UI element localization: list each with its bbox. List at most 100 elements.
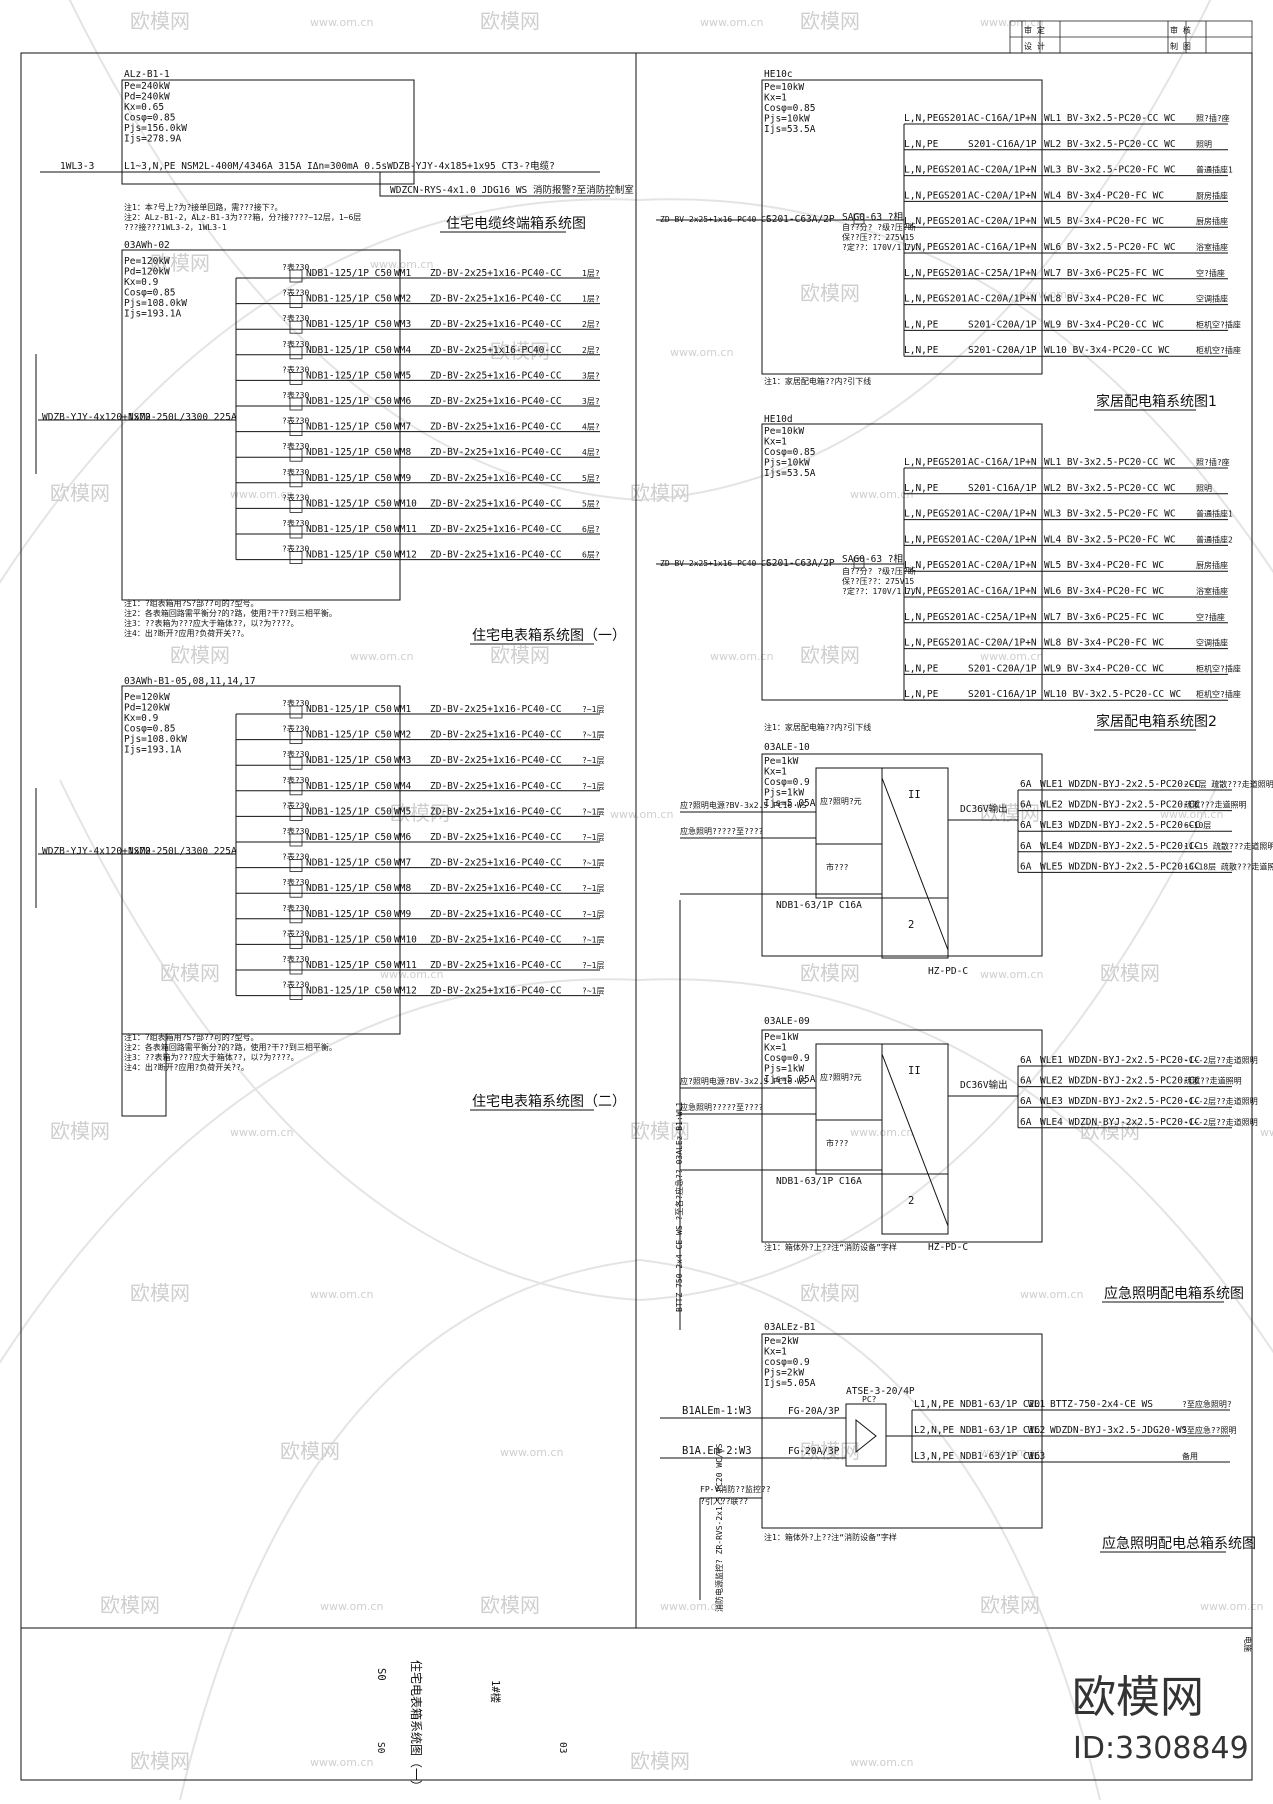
d6-destination: 疏散???走道照明 xyxy=(1184,800,1246,810)
d3-circuit-id: WM3 xyxy=(394,755,411,766)
d4-param: Ijs=53.5A xyxy=(764,124,816,135)
d3-meter-symbol xyxy=(289,705,303,719)
title-strip: S0 住宅电表箱系统图（一） 1#楼 S0 03 电施 欧模网 ID:33088… xyxy=(375,1636,1253,1792)
d6-param: Cosφ=0.9 xyxy=(764,1053,810,1064)
watermark-brand: 欧模网 xyxy=(800,643,860,667)
d6-top-note: 注1：家居配电箱??内?引下线 xyxy=(764,722,871,732)
d5-phase: L,N,PEGS201 xyxy=(904,586,967,597)
d3-wire: ZD-BV-2x25+1x16-PC40-CC xyxy=(430,730,562,741)
d7-fp2: ?引入??联?? xyxy=(700,1497,748,1506)
d3-param: Kx=0.9 xyxy=(124,713,159,724)
d4-wire: WL3 BV-3x2.5-PC20-FC WC xyxy=(1044,165,1176,176)
d2-circuit-id: WM8 xyxy=(394,447,411,458)
d7-enclosure xyxy=(761,1333,1043,1529)
watermark-url: www.om.cn xyxy=(350,650,413,663)
d3-wire: ZD-BV-2x25+1x16-PC40-CC xyxy=(430,934,562,945)
d4-param: Kx=1 xyxy=(764,93,787,104)
diagram-meter-box-2: 03AWh-B1-05,08,11,14,17 Pe=120kWPd=120kW… xyxy=(35,676,626,1117)
d7-circuit-id: WL1 xyxy=(1028,1399,1045,1410)
d7-phase: L3,N,PE xyxy=(914,1451,954,1462)
d2-circuit-id: WM7 xyxy=(394,422,411,433)
d4-spd-note: 保??压??：275V15 xyxy=(842,232,914,242)
d6-destination: -1~-2层??走道照明 xyxy=(1184,1096,1258,1106)
d7-fp: FP-V消防??监控?? xyxy=(700,1484,771,1494)
rev-a: 审 定 xyxy=(1024,25,1045,35)
watermark-brand: 欧模网 xyxy=(130,9,190,33)
d6-title: 应急照明配电箱系统图 xyxy=(1104,1285,1244,1302)
d1-param: Kx=0.65 xyxy=(124,102,164,113)
d4-destination: 普通插座1 xyxy=(1196,165,1233,175)
d3-circuit-id: WM10 xyxy=(394,934,417,945)
d6-in2: 应急照明?????至???? xyxy=(680,826,764,836)
d1-param: Pe=240kW xyxy=(124,81,170,92)
d5-wire: WL6 BV-3x4-PC20-FC WC xyxy=(1044,586,1164,597)
d3-param: Pe=120kW xyxy=(124,692,170,703)
watermark-url: www.om.cn xyxy=(310,1288,373,1301)
d6-mod2: 市??? xyxy=(826,1138,849,1148)
d5-phase: L,N,PEGS201 xyxy=(904,457,967,468)
d2-circuit-id: WM1 xyxy=(394,268,411,279)
d3-breaker: NDB1-125/1P C50 xyxy=(306,858,392,869)
d4-breaker: S201-C20A/1P xyxy=(968,319,1037,330)
d3-note: 注1：?组表箱用?S?部??可的?型号。 xyxy=(124,1032,259,1042)
d6-enclosure xyxy=(761,1029,1043,1243)
d4-breaker: AC-C20A/1P+N xyxy=(968,165,1037,176)
d2-note: 注3：??表箱为???应大于箱体??，以?为????。 xyxy=(124,618,299,628)
d2-breaker: NDB1-125/1P C50 xyxy=(306,498,392,509)
d3-meter-symbol xyxy=(289,859,303,872)
d3-destination: ?~1层 xyxy=(582,731,604,740)
d4-wire: WL6 BV-3x2.5-PC20-FC WC xyxy=(1044,242,1176,253)
d5-wire: WL1 BV-3x2.5-PC20-CC WC xyxy=(1044,457,1176,468)
d6-wire: WLE3 WDZDN-BYJ-2x2.5-PC20-CC xyxy=(1040,820,1200,831)
d3-wire: ZD-BV-2x25+1x16-PC40-CC xyxy=(430,883,562,894)
watermark-url: www.om.cn xyxy=(980,16,1043,29)
d2-circuit-id: WM6 xyxy=(394,396,411,407)
d4-destination: 空?插座 xyxy=(1196,268,1225,278)
d2-box-id: 03AWh-02 xyxy=(124,240,170,251)
d2-destination: 6层? xyxy=(582,525,600,534)
d3-meter-label: ?表?30 xyxy=(282,826,309,836)
d2-main: NSM2-250L/3300 225A xyxy=(128,412,237,423)
d7-breaker: NDB1-63/1P C16 xyxy=(960,1451,1040,1462)
d5-phase: L,N,PEGS201 xyxy=(904,638,967,649)
d1-param: Cosφ=0.85 xyxy=(124,113,175,124)
d5-wire: WL4 BV-3x2.5-PC20-FC WC xyxy=(1044,534,1176,545)
d4-phase: L,N,PEGS201 xyxy=(904,113,967,124)
diagram-household-box-2: HE10d Pe=10kWKx=1Cosφ=0.85Pjs=10kWIjs=53… xyxy=(656,414,1241,731)
d1-note: ???接???1WL3-2，1WL3-1 xyxy=(124,222,227,232)
d5-wire: WL9 BV-3x4-PC20-CC WC xyxy=(1044,663,1164,674)
d7-param: Kx=1 xyxy=(764,1347,787,1358)
d2-meter-label: ?表?30 xyxy=(282,364,309,374)
d4-phase: L,N,PEGS201 xyxy=(904,165,967,176)
d3-destination: ?~1层 xyxy=(582,807,604,816)
project-name: 1#楼 xyxy=(489,1680,502,1704)
d5-phase: L,N,PE xyxy=(904,689,939,700)
d2-breaker: NDB1-125/1P C50 xyxy=(306,524,392,535)
d2-note: 注2：各表箱回路需平衡分?的?路，使用?干??到三相平衡。 xyxy=(124,608,337,618)
d4-destination: 空调插座 xyxy=(1196,294,1228,304)
watermark-url: www.om.cn xyxy=(1260,1126,1273,1139)
d1-note: 注1：本?号上?为?接单回路，需???接下?。 xyxy=(124,202,283,212)
d6-wire: WLE2 WDZDN-BYJ-2x2.5-PC20-CC xyxy=(1040,800,1200,811)
d4-phase: L,N,PEGS201 xyxy=(904,190,967,201)
watermark-brand: 欧模网 xyxy=(1100,961,1160,985)
d2-meter-symbol xyxy=(289,423,303,437)
revision-block: 审 定 设 计 审 核 制 图 xyxy=(1009,20,1253,54)
rev-c: 审 核 xyxy=(1170,25,1191,35)
d7-box-id: 03ALEz-B1 xyxy=(764,1322,816,1333)
d2-meter-label: ?表?30 xyxy=(282,390,309,400)
d2-meter-label: ?表?30 xyxy=(282,339,309,349)
d3-circuit-id: WM12 xyxy=(394,986,417,997)
d2-param: Ijs=193.1A xyxy=(124,309,181,320)
d3-meter-symbol xyxy=(289,833,303,847)
d6-wire: WLE2 WDZDN-BYJ-2x2.5-PC20-CC xyxy=(1040,1076,1200,1087)
watermark-brand: 欧模网 xyxy=(490,643,550,667)
d5-wire: WL2 BV-3x2.5-PC20-CC WC xyxy=(1044,483,1176,494)
d6-param: Pe=1kW xyxy=(764,1032,799,1043)
d5-breaker: AC-C20A/1P+N xyxy=(968,560,1037,571)
d7-phase: L2,N,PE xyxy=(914,1425,954,1436)
d4-phase: L,N,PEGS201 xyxy=(904,294,967,305)
d6-in1: 应?照明电源?BV-3x2.5 PC16 WS xyxy=(680,800,807,810)
d7-circuit-id: WL3 xyxy=(1028,1451,1045,1462)
d5-breaker: S201-C16A/1P xyxy=(968,483,1037,494)
